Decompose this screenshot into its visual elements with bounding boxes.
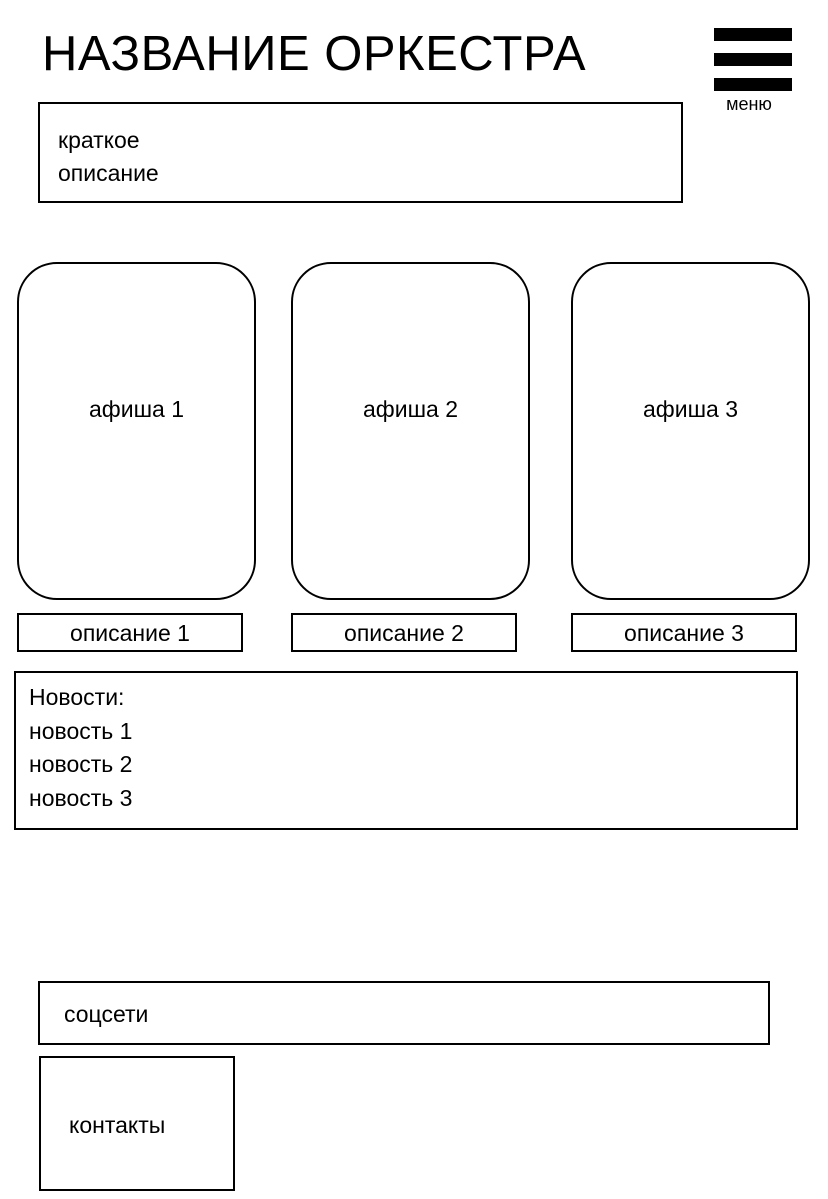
poster-label: афиша 1 [89,396,184,422]
news-item[interactable]: новость 3 [29,784,133,811]
menu-button[interactable]: меню [706,22,802,118]
news-item[interactable]: новость 1 [29,717,133,744]
contacts-box[interactable]: контакты [39,1056,235,1191]
poster-description-2: описание 2 [291,613,517,652]
poster-description-3: описание 3 [571,613,797,652]
poster-label: афиша 3 [643,396,738,422]
poster-card-1[interactable]: афиша 1 [17,262,256,600]
news-item[interactable]: новость 2 [29,751,133,777]
social-links-box[interactable]: соцсети [38,981,770,1045]
menu-label: меню [726,94,772,114]
poster-card-3[interactable]: афиша 3 [571,262,810,600]
short-description-box: краткое описание [38,102,683,203]
page-title: НАЗВАНИЕ ОРКЕСТРА [42,27,587,81]
poster-card-2[interactable]: афиша 2 [291,262,530,600]
short-description-line: краткое [58,127,140,153]
news-heading: Новости: [29,684,125,710]
short-description-line: описание [58,160,159,186]
poster-label: афиша 2 [363,396,458,422]
news-section: Новости: новость 1 новость 2 новость 3 [14,671,798,830]
poster-description-1: описание 1 [17,613,243,652]
